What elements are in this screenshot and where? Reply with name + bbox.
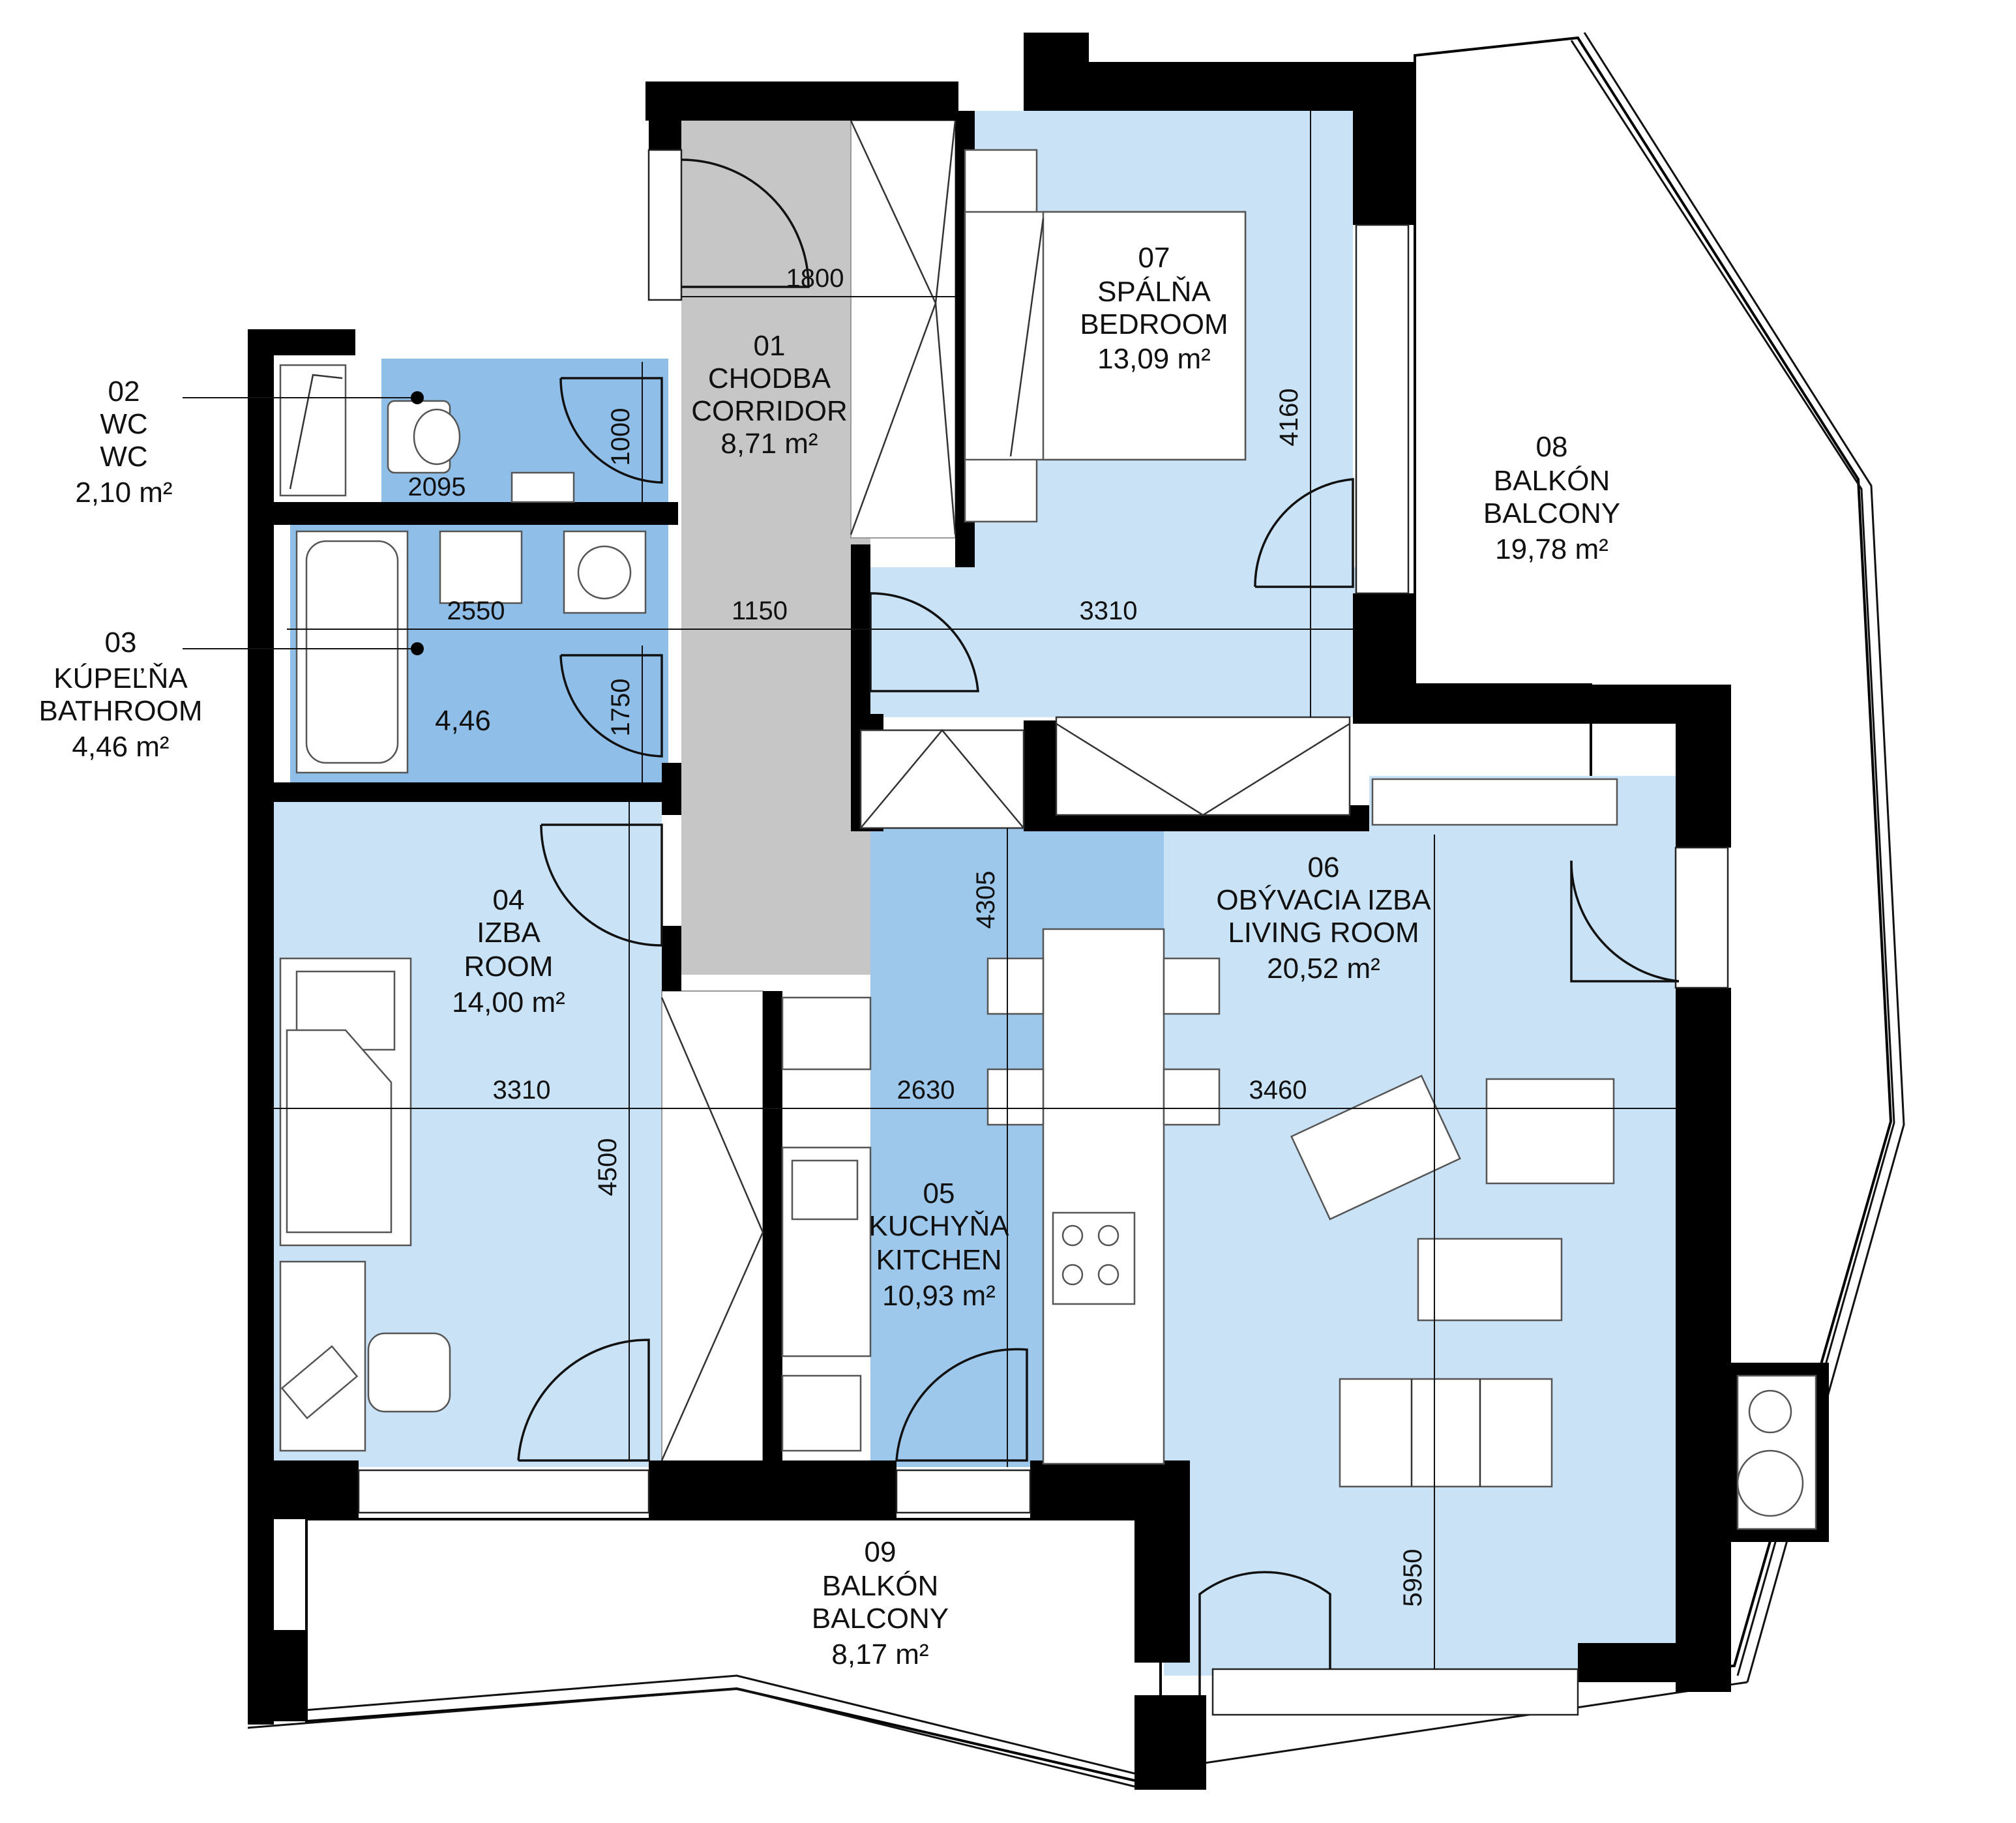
room-01-area: 8,71 m² [720,428,818,460]
room-05-name-en: KITCHEN [876,1244,1001,1276]
room-04-name-en: ROOM [464,951,554,983]
bath-fixtures [295,530,647,774]
closet-lines [660,120,1351,1461]
room-06-area: 20,52 m² [1267,953,1380,985]
bed [964,149,1247,523]
balcony-big-bottom-rail [1134,1681,1748,1775]
room-06-number: 06 [1308,852,1340,883]
room-07-number: 07 [1138,242,1170,274]
leader-dot-wc [411,391,424,404]
dim-room-depth: 4500 [593,1138,622,1196]
window-living-side [1674,846,1729,989]
room-09-area: 8,17 m² [831,1638,928,1670]
window-room04 [357,1469,650,1514]
room-03-name-sk: KÚPEĽŇA [53,662,188,694]
dim-room-width: 3310 [493,1076,551,1104]
room-03-inner-area: 4,46 [435,705,491,737]
room-01-name-en: CORRIDOR [691,395,848,427]
room-07-area: 13,09 m² [1097,343,1211,375]
balcony-09-outline [305,1518,1162,1788]
room-02-name-en: WC [100,441,147,473]
room-01-number: 01 [754,330,786,362]
room-02-name-sk: WC [100,408,147,440]
leader-dot-bath [411,642,424,655]
dim-corridor-width: 1800 [786,264,844,293]
room-05-number: 05 [923,1178,955,1209]
room-01-name-sk: CHODBA [708,363,831,394]
room-03-area: 4,46 m² [72,731,169,763]
dim-bath-width: 2550 [447,597,505,625]
room-03-number: 03 [105,627,137,659]
room-04-area: 14,00 m² [452,986,565,1018]
room-08-name-sk: BALKÓN [1494,465,1610,497]
dim-bedroom-width: 3310 [1080,597,1138,625]
room-08-number: 08 [1536,431,1568,463]
dim-corridor-span: 1150 [732,597,788,625]
wc-fixtures [279,364,575,503]
kitchen-furniture [781,928,1221,1465]
room-05-area: 10,93 m² [882,1280,996,1312]
dim-living-depth: 5950 [1399,1549,1427,1607]
room04-furniture [279,957,451,1452]
balcony-09-rail [247,1674,1135,1775]
window-corridor [647,149,683,301]
window-bedroom [1355,224,1410,595]
doors [517,158,1680,1695]
room-07-name-en: BEDROOM [1080,308,1228,340]
balcony-09-rail-inner [247,1687,1135,1788]
living-furniture [1290,778,1618,1488]
room-08-area: 19,78 m² [1495,533,1608,565]
dim-bath-door: 1750 [606,679,635,737]
dim-living-width: 3460 [1249,1076,1307,1104]
dim-bedroom-depth: 4160 [1275,389,1303,447]
kitchen-passage [661,990,763,1468]
washer-dryer [1736,1374,1817,1530]
corridor-closet [850,120,956,539]
room-02-number: 02 [108,376,140,408]
dim-wc-width: 2095 [408,473,466,501]
room-04-number: 04 [493,884,525,916]
room-08-name-en: BALCONY [1483,497,1620,529]
room-04-name-sk: IZBA [477,917,541,949]
dim-kitchen-depth: 4305 [971,871,1000,929]
dim-kitchen-width: 2630 [897,1076,955,1104]
room-09-number: 09 [865,1536,897,1568]
bedroom-fill-low [861,567,1356,717]
room-09-name-sk: BALKÓN [822,1570,939,1602]
window-kitchen [895,1469,1031,1514]
window-living-bottom [1211,1668,1579,1716]
dim-wc-door: 1000 [606,408,635,466]
room-06-name-sk: OBÝVACIA IZBA [1216,884,1431,916]
corridor-fill [681,121,870,975]
room-03-name-en: BATHROOM [39,695,203,727]
dimension-lines [183,111,1676,1669]
room-09-name-en: BALCONY [812,1603,949,1635]
room-07-name-sk: SPÁLŇA [1097,276,1211,308]
room-05-name-sk: KUCHYŇA [868,1210,1009,1242]
room-06-name-en: LIVING ROOM [1228,917,1419,949]
room-02-area: 2,10 m² [75,477,172,509]
